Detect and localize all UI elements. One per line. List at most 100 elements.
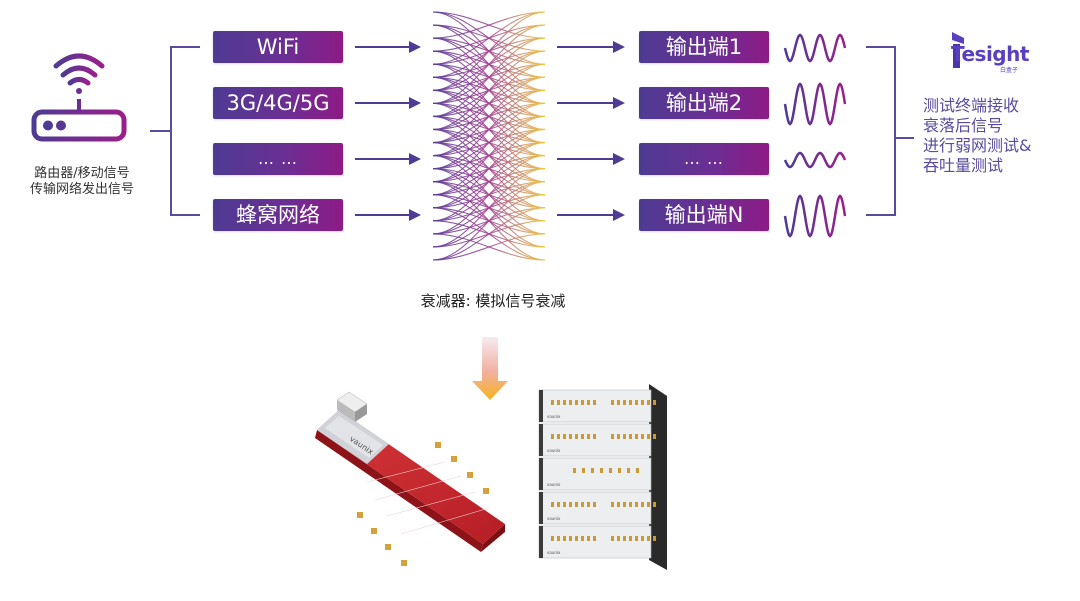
mesh-line [432,128,546,209]
input-box-wifi: WiFi [213,31,343,63]
arrow-right-icon [355,41,421,53]
sma-connector [641,502,644,507]
sma-connector [581,502,584,507]
sma-connector [551,400,554,405]
input-box-cellular-network: 蜂窝网络 [213,199,343,231]
mesh-line [432,168,546,248]
tesight-logo: Tesight 白盒子 [950,32,1030,74]
sma-connector [563,502,566,507]
input-box-more: … … [213,143,343,175]
sma-connector [623,434,626,439]
sma-connector [600,468,603,473]
rack-unit [538,423,652,457]
sma-connector [593,400,596,405]
rack-ear [539,492,543,524]
sma-connector [635,434,638,439]
sma-connector [623,400,626,405]
mesh-line [432,11,546,65]
output-label: 输出端1 [665,35,743,59]
tesight-logo-mark-icon [952,32,964,68]
sma-connector [611,536,614,541]
arrow-right-icon [355,209,421,221]
mesh-line [432,50,546,131]
sma-connector [587,434,590,439]
sma-connector [647,400,650,405]
arrow-right-icon [355,153,421,165]
sma-connector [575,536,578,541]
input-label: WiFi [256,35,300,59]
router-wifi-icon [31,53,127,142]
rack-brand-label: vaunix [547,482,561,487]
sma-connector [635,536,638,541]
receiver-description-line: 吞吐量测试 [923,156,1004,175]
sma-connector [617,434,620,439]
output-label: 输出端2 [665,91,743,115]
down-arrow-icon [472,337,508,400]
vaunix-rack-attenuator-image: vaunix vaunix vaunix vaunix vaunix [538,384,667,570]
sma-connector [647,536,650,541]
rack-brand-label: vaunix [547,414,561,419]
rack-brand-label: vaunix [547,516,561,521]
output-box-more: … … [639,143,769,175]
sma-connector [653,400,656,405]
mesh-line [432,24,546,104]
sma-connector [653,502,656,507]
input-label: 3G/4G/5G [226,91,330,115]
rack-brand-label: vaunix [547,448,561,453]
sma-connector [557,536,560,541]
sma-connector [591,468,594,473]
rack-unit [538,525,652,559]
mesh-line [432,76,546,157]
arrow-right-icon [557,41,625,53]
sma-connector [569,434,572,439]
mesh-line [432,11,546,91]
sma-connector [563,434,566,439]
mesh-line [432,207,546,261]
sma-connector [593,536,596,541]
sma-connector [611,400,614,405]
sma-connector [653,536,656,541]
sma-connector [557,502,560,507]
mesh-line [432,141,546,222]
sma-connector [617,400,620,405]
output-box-2: 输出端2 [639,87,769,119]
input-box-cellular-generations: 3G/4G/5G [213,87,343,119]
sma-connector [587,400,590,405]
sma-connector [569,400,572,405]
mesh-line [432,181,546,261]
arrow-right-icon [557,153,625,165]
sma-connector [635,400,638,405]
input-label: … … [257,149,299,168]
sma-connector [551,434,554,439]
sma-connector [587,502,590,507]
router-node: 路由器/移动信号 传输网络发出信号 [0,0,160,200]
rack-ear [539,390,543,422]
attenuator-mesh-icon [432,11,546,261]
input-arrows [355,41,421,221]
receiver-description-line: 测试终端接收 [923,96,1020,115]
sma-connector [569,536,572,541]
rack-ear [539,424,543,456]
sma-connector [563,536,566,541]
mesh-line [432,102,546,183]
mesh-line [432,155,546,235]
receiver-description-line: 进行弱网测试& [923,136,1032,155]
sma-connector [551,536,554,541]
output-box-n: 输出端N [639,199,769,231]
sma-connector [593,434,596,439]
sma-connector [581,536,584,541]
rack-brand-label: vaunix [547,550,561,555]
output-arrows [557,41,625,221]
sma-connector [641,536,644,541]
output-label: … … [683,149,725,168]
sma-connector [573,468,576,473]
sma-connector [551,502,554,507]
mesh-line [432,89,546,170]
mesh-line [432,233,546,261]
router-caption-line1: 路由器/移动信号 [34,166,130,181]
sma-connector [617,502,620,507]
sma-connector [563,400,566,405]
router-caption-line2: 传输网络发出信号 [29,182,134,197]
mesh-line [432,11,546,39]
attenuator-caption: 衰减器: 模拟信号衰减 [420,292,566,310]
